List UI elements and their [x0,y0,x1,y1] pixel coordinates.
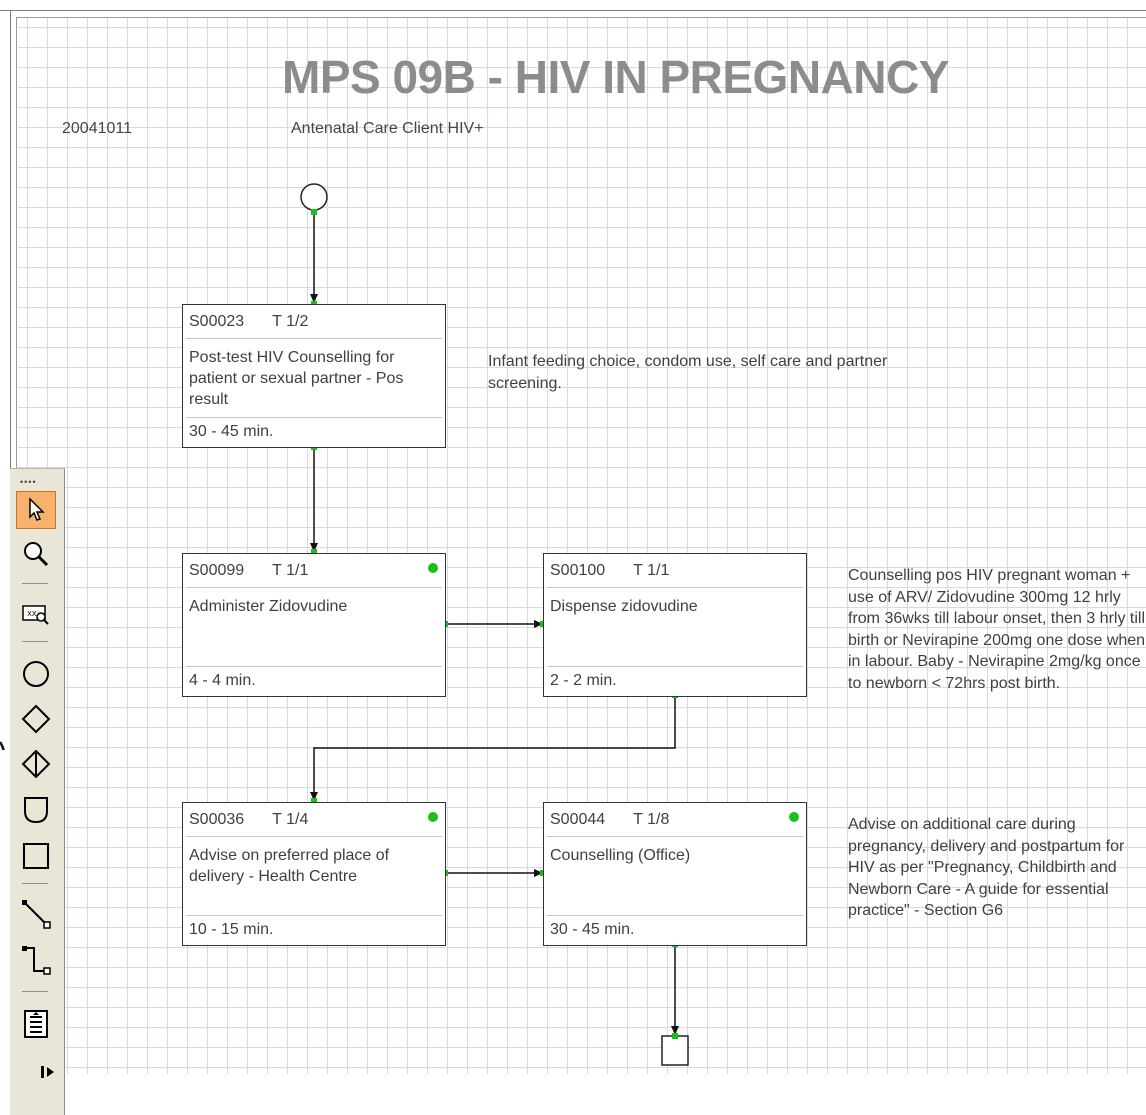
box-tcode: T 1/1 [633,562,670,579]
box-header: S00100 T 1/1 [550,562,669,580]
svg-text:XX: XX [27,610,37,618]
status-dot [428,812,438,822]
box-tcode: T 1/2 [272,313,309,330]
end-node [661,1035,689,1066]
start-circle-icon[interactable] [16,655,56,693]
clipped-glyph [0,741,5,750]
start-node [300,183,328,211]
zoom-icon[interactable] [16,535,56,573]
process-box-s00036[interactable]: S00036 T 1/4 Advise on preferred place of… [182,802,446,946]
status-dot [789,812,799,822]
canvas-border-top [16,17,1146,18]
decision-diamond-icon[interactable] [16,700,56,738]
process-box-s00100[interactable]: S00100 T 1/1 Dispense zidovudine 2 - 2 mi… [543,553,807,697]
note-additional-care[interactable]: Advise on additional care during pregnan… [848,816,1125,920]
box-description: Administer Zidovudine [189,598,348,615]
box-duration: 30 - 45 min. [550,921,635,938]
process-box-icon[interactable] [16,837,56,875]
window-frame-top [0,10,1146,11]
split-decision-icon[interactable] [16,745,56,783]
note-infant-feeding[interactable]: Infant feeding choice, condom use, self … [488,353,888,392]
box-code: S00044 [550,811,606,828]
elbow-connector-icon[interactable] [16,941,56,979]
palette-expand-icon[interactable] [38,1063,58,1081]
box-duration: 30 - 45 min. [189,423,274,440]
box-code: S00023 [189,313,245,330]
connector-s00100-to-s00036 [310,695,676,801]
diagram-subtitle: Antenatal Care Client HIV+ [291,120,484,137]
status-dot [428,563,438,573]
text-note-icon[interactable] [16,1005,56,1043]
delay-shape-icon[interactable] [16,791,56,829]
box-duration: 4 - 4 min. [189,672,256,689]
box-header: S00036 T 1/4 [189,811,308,829]
diagram-title: MPS 09B - HIV IN PREGNANCY [282,51,949,103]
box-header: S00099 T 1/1 [189,562,308,580]
box-code: S00099 [189,562,245,579]
box-duration: 10 - 15 min. [189,921,274,938]
box-description: Advise on preferred place of delivery - … [189,847,390,885]
box-description: Dispense zidovudine [550,598,698,615]
box-duration: 2 - 2 min. [550,672,617,689]
process-box-s00044[interactable]: S00044 T 1/8 Counselling (Office) 30 - 45… [543,802,807,946]
box-tcode: T 1/4 [272,811,309,828]
pointer-icon[interactable] [16,491,56,529]
straight-connector-icon[interactable] [16,895,56,933]
process-box-s00023[interactable]: S00023 T 1/2 Post-test HIV Counselling fo… [182,304,446,448]
box-code: S00036 [189,811,245,828]
box-description: Post-test HIV Counselling for patient or… [189,349,404,408]
box-header: S00023 T 1/2 [189,313,308,331]
box-header: S00044 T 1/8 [550,811,669,829]
diagram-date: 20041011 [62,120,132,137]
process-box-s00099[interactable]: S00099 T 1/1 Administer Zidovudine 4 - 4 … [182,553,446,697]
zoom-window-icon[interactable]: XX [16,595,56,633]
box-code: S00100 [550,562,606,579]
note-counselling-arv[interactable]: Counselling pos HIV pregnant woman + use… [848,567,1146,692]
grip-handle-icon[interactable]: •••• [20,477,37,487]
tool-palette[interactable]: •••• XX [10,468,65,1115]
box-description: Counselling (Office) [550,847,691,864]
box-tcode: T 1/8 [633,811,670,828]
box-tcode: T 1/1 [272,562,309,579]
